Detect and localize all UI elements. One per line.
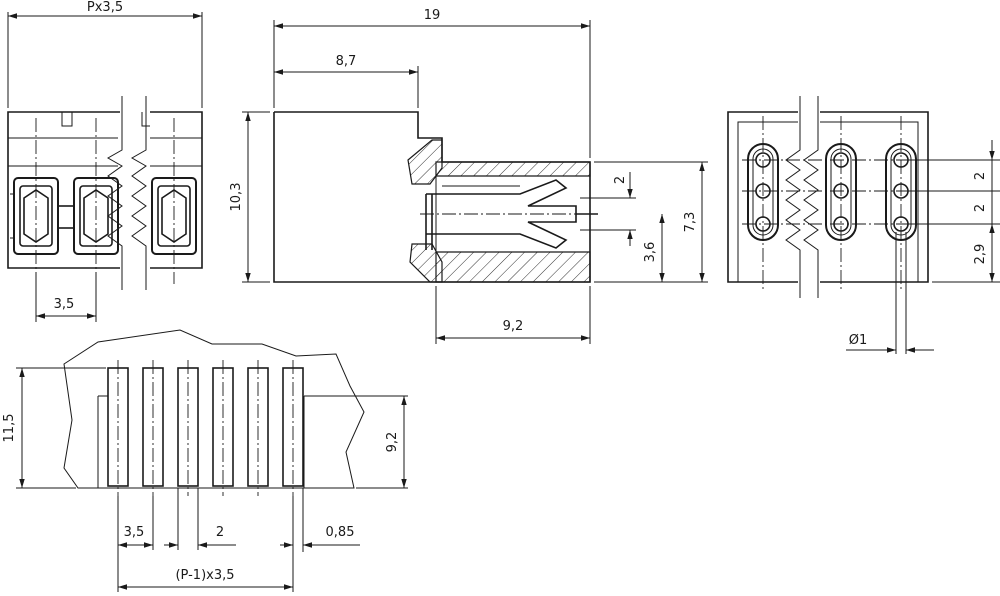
dim-pcb-height: 11,5 bbox=[2, 367, 106, 489]
dim-side-length: 19 bbox=[273, 8, 591, 158]
dim-rear-rows: 2 2 2,9 bbox=[908, 140, 1000, 283]
front-view bbox=[7, 96, 203, 290]
pcb-footprint bbox=[63, 329, 408, 496]
label-side-spring: 2 bbox=[613, 176, 628, 184]
label-side-upper: 8,7 bbox=[336, 54, 357, 69]
label-pcb-total: (P-1)x3,5 bbox=[175, 568, 234, 583]
label-side-depth: 9,2 bbox=[503, 319, 524, 334]
label-side-length: 19 bbox=[424, 8, 441, 23]
dim-side-upper: 8,7 bbox=[274, 54, 419, 108]
label-side-height: 10,3 bbox=[229, 183, 244, 212]
dim-side-spring: 2 bbox=[580, 172, 636, 246]
label-top-pitch: Px3,5 bbox=[87, 0, 123, 15]
dim-pcb-pitch: 3,5 2 bbox=[117, 488, 236, 592]
dim-side-lower: 3,6 bbox=[598, 214, 668, 283]
dim-side-opening: 7,3 bbox=[594, 161, 708, 283]
dim-top-pitch: Px3,5 bbox=[7, 0, 203, 108]
label-pcb-inner: 9,2 bbox=[385, 432, 400, 453]
label-hole-diameter: Ø1 bbox=[849, 333, 868, 348]
label-side-opening: 7,3 bbox=[683, 212, 698, 233]
dim-pcb-total: (P-1)x3,5 bbox=[118, 568, 293, 590]
label-right-pitch-a: 2 bbox=[973, 172, 988, 180]
label-side-lower: 3,6 bbox=[643, 242, 658, 263]
label-pcb-pad-width: 2 bbox=[216, 525, 224, 540]
dim-side-depth: 9,2 bbox=[435, 286, 591, 344]
label-right-pitch-b: 2 bbox=[973, 204, 988, 212]
label-right-bottom: 2,9 bbox=[973, 244, 988, 265]
label-pcb-height: 11,5 bbox=[2, 414, 17, 443]
rear-view bbox=[727, 96, 929, 298]
dim-hole-diameter: Ø1 bbox=[846, 232, 934, 354]
label-front-pitch: 3,5 bbox=[54, 297, 75, 312]
dim-pcb-gap: 0,85 bbox=[280, 488, 360, 592]
dim-front-pitch: 3,5 bbox=[35, 272, 97, 322]
dim-pcb-inner: 9,2 bbox=[356, 396, 408, 489]
label-pcb-gap: 0,85 bbox=[326, 525, 355, 540]
side-view bbox=[273, 111, 598, 283]
front-contact-1 bbox=[10, 177, 59, 255]
label-pcb-pitch: 3,5 bbox=[124, 525, 145, 540]
dim-side-height: 10,3 bbox=[229, 111, 270, 283]
